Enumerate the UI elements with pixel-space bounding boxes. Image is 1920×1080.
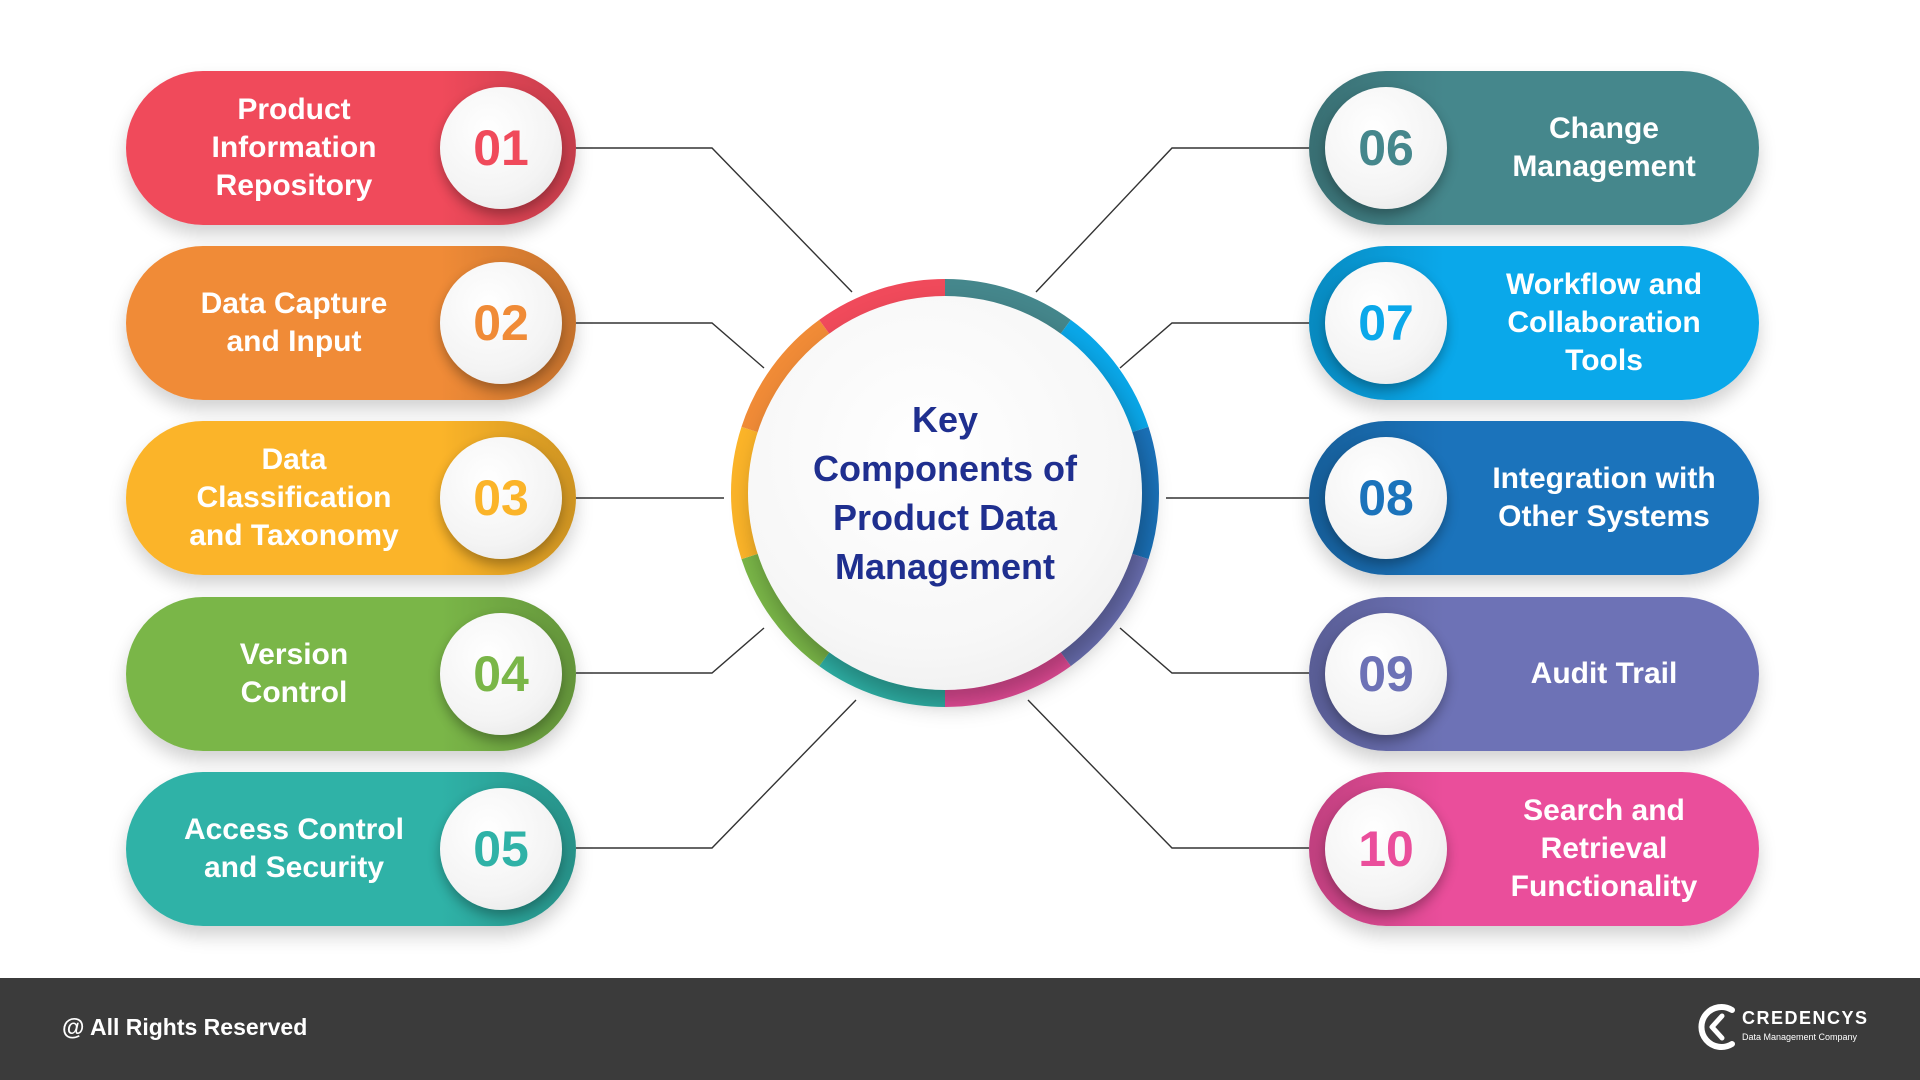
brand: CREDENCYS Data Management Company: [1694, 1002, 1894, 1058]
component-label: Workflow and Collaboration Tools: [1505, 268, 1703, 377]
component-label: Data Classification and Taxonomy: [189, 443, 399, 552]
component-pill-03: Data Classification and Taxonomy 03: [126, 421, 576, 575]
connector-line-06: [1035, 147, 1309, 293]
ring-segment-09: [1057, 552, 1149, 667]
ring-segment-06: [944, 279, 1071, 338]
ring-segment-08: [1127, 426, 1159, 560]
credencys-logo-icon: [1698, 1004, 1735, 1050]
center-ring: [731, 279, 1159, 707]
connector-line-09: [1119, 627, 1309, 674]
component-label: Product Information Repository: [211, 93, 377, 202]
component-number: 05: [440, 788, 562, 910]
component-label: Access Control and Security: [183, 813, 405, 884]
component-label: Integration with Other Systems: [1492, 462, 1716, 533]
component-number: 01: [440, 87, 562, 209]
component-pill-10: Search and Retrieval Functionality 10: [1309, 772, 1759, 926]
connector-line-05: [576, 699, 857, 849]
component-number: 08: [1325, 437, 1447, 559]
component-number: 07: [1325, 262, 1447, 384]
component-number: 09: [1325, 613, 1447, 735]
component-pill-06: Change Management 06: [1309, 71, 1759, 225]
component-pill-04: Version Control 04: [126, 597, 576, 751]
component-pill-09: Audit Trail 09: [1309, 597, 1759, 751]
ring-segment-01: [819, 279, 946, 338]
component-label: Version Control: [239, 638, 349, 709]
ring-segment-03: [731, 426, 763, 560]
ring-segment-04: [741, 552, 833, 667]
component-number: 02: [440, 262, 562, 384]
connector-line-01: [576, 147, 853, 293]
center-title: Key Components of Product Data Managemen…: [813, 399, 1077, 587]
component-pill-07: Workflow and Collaboration Tools 07: [1309, 246, 1759, 400]
component-pill-08: Integration with Other Systems 08: [1309, 421, 1759, 575]
component-pill-01: Product Information Repository 01: [126, 71, 576, 225]
component-pill-05: Access Control and Security 05: [126, 772, 576, 926]
component-number: 06: [1325, 87, 1447, 209]
component-label: Audit Trail: [1530, 657, 1678, 690]
rights-text: @ All Rights Reserved: [62, 1014, 308, 1040]
brand-tagline: Data Management Company: [1742, 1032, 1858, 1042]
ring-segment-10: [944, 648, 1071, 707]
component-number: 10: [1325, 788, 1447, 910]
component-number: 04: [440, 613, 562, 735]
ring-segment-05: [819, 648, 946, 707]
connector-lines: [576, 147, 1309, 849]
brand-name: CREDENCYS: [1742, 1008, 1869, 1028]
component-label: Change Management: [1512, 112, 1696, 183]
component-pill-02: Data Capture and Input 02: [126, 246, 576, 400]
component-number: 03: [440, 437, 562, 559]
connector-line-02: [576, 322, 765, 369]
connector-line-10: [1027, 699, 1309, 849]
ring-segment-07: [1057, 319, 1149, 434]
footer: @ All Rights Reserved CREDENCYS Data Man…: [0, 978, 1920, 1080]
connector-line-04: [576, 627, 765, 674]
component-label: Data Capture and Input: [200, 287, 388, 358]
center-disc: [748, 296, 1142, 690]
component-label: Search and Retrieval Functionality: [1510, 794, 1698, 903]
ring-segment-02: [741, 319, 833, 434]
connector-line-07: [1119, 322, 1309, 369]
